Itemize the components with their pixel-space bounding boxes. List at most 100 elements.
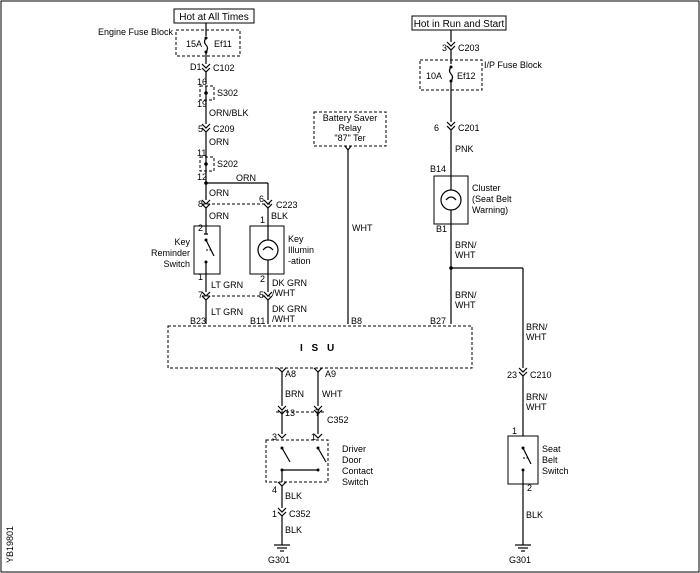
- battery-saver-label-2: Relay: [338, 123, 362, 133]
- door-pin1: 1: [311, 432, 316, 442]
- c223-label: C223: [276, 200, 298, 210]
- c352-label-2: C352: [289, 509, 311, 519]
- hot-all-times-label: Hot at All Times: [179, 12, 248, 23]
- wire-blk-4: BLK: [526, 510, 543, 520]
- ef12-rating: 10A: [426, 71, 442, 81]
- key-reminder-label-2: Reminder: [151, 248, 190, 258]
- c102-label: C102: [213, 63, 235, 73]
- key-rem-pin7: 7: [198, 290, 203, 300]
- c210-label: C210: [530, 370, 552, 380]
- s302-pin19: 19: [197, 99, 207, 109]
- wire-dk-grn-wht-2b: /WHT: [272, 314, 295, 324]
- driver-door-label-4: Switch: [342, 477, 369, 487]
- wire-dk-grn-wht-1a: DK GRN: [272, 278, 307, 288]
- wire-brn-wht-3a: BRN/: [526, 322, 548, 332]
- wire-lt-grn-2: LT GRN: [211, 307, 243, 317]
- ef11-label: Ef11: [214, 39, 232, 49]
- wire-orn-blk: ORN/BLK: [209, 108, 249, 118]
- s202-pin11: 11: [197, 148, 206, 158]
- ef12-label: Ef12: [457, 71, 476, 81]
- key-ill-pin2: 2: [260, 274, 265, 284]
- key-rem-pin2: 2: [198, 223, 203, 233]
- seat-belt-label-3: Switch: [542, 466, 569, 476]
- isu-label: I S U: [300, 343, 337, 354]
- wire-dk-grn-wht-1b: /WHT: [272, 288, 295, 298]
- ground-g301-right-icon: [515, 544, 531, 552]
- cluster-label-3: Warning): [472, 205, 508, 215]
- ef11-rating: 15A: [186, 39, 202, 49]
- cluster-label-2: (Seat Belt: [472, 194, 512, 204]
- c209-pin: 5: [198, 124, 203, 134]
- isu-b8: B8: [351, 316, 362, 326]
- door-pin4: 4: [272, 485, 277, 495]
- s302-pin16: 16: [197, 77, 207, 87]
- isu-b23: B23: [190, 316, 206, 326]
- driver-door-label-2: Door: [342, 455, 362, 465]
- c203-label: C203: [458, 43, 480, 53]
- cluster-label-1: Cluster: [472, 183, 501, 193]
- wire-wht-1: WHT: [352, 223, 373, 233]
- seat-belt-label-1: Seat: [542, 444, 561, 454]
- c352-label: C352: [327, 415, 349, 425]
- isu-a8: A8: [285, 369, 296, 379]
- engine-fuse-block-label: Engine Fuse Block: [98, 27, 174, 37]
- fuse-ef11-icon: [203, 37, 209, 53]
- page-id: YB19801: [5, 526, 15, 563]
- wire-orn-1: ORN: [209, 137, 229, 147]
- driver-door-label-1: Driver: [342, 444, 366, 454]
- c201-pin: 6: [434, 123, 439, 133]
- key-ill-pin5: 5: [259, 290, 264, 300]
- wire-brn-wht-4b: WHT: [526, 402, 547, 412]
- battery-saver-relay: [313, 111, 387, 147]
- door-pin3: 3: [272, 432, 277, 442]
- cluster-b1: B1: [436, 224, 447, 234]
- wire-blk-3: BLK: [285, 525, 302, 535]
- key-illum-label-3: -ation: [288, 256, 311, 266]
- wire-brn-wht-2a: BRN/: [455, 290, 477, 300]
- wire-brn-wht-2b: WHT: [455, 300, 476, 310]
- ground-g301-left-icon: [274, 544, 290, 552]
- d1-label: D1: [190, 62, 202, 72]
- wire-blk-2: BLK: [285, 491, 302, 501]
- cluster-bulb-icon: [440, 189, 462, 211]
- g301-right-label: G301: [509, 555, 531, 565]
- g301-left-label: G301: [268, 555, 290, 565]
- hot-run-start-box: [411, 15, 507, 31]
- seat-pin2: 2: [527, 483, 532, 493]
- key-rem-pin1: 1: [198, 272, 203, 282]
- driver-door-label-3: Contact: [342, 466, 374, 476]
- wire-pnk: PNK: [455, 144, 474, 154]
- isu-module: [167, 325, 473, 369]
- wire-brn-wht-1a: BRN/: [455, 240, 477, 250]
- wire-wht-2: WHT: [322, 389, 343, 399]
- c210-pin: 23: [507, 370, 517, 380]
- ip-fuse-block-label: I/P Fuse Block: [484, 60, 542, 70]
- c203-pin: 3: [442, 43, 447, 53]
- c223-pin8: 8: [198, 199, 203, 209]
- seat-belt-label-2: Belt: [542, 455, 558, 465]
- c352-pin13: 13: [285, 408, 295, 418]
- wire-brn: BRN: [285, 389, 304, 399]
- battery-saver-label-3: "87" Ter: [334, 133, 365, 143]
- wire-orn-2: ORN: [236, 173, 256, 183]
- bulb-icon: [257, 239, 279, 261]
- c223-pin6: 6: [259, 194, 264, 204]
- key-reminder-label-3: Switch: [163, 259, 190, 269]
- wire-brn-wht-4a: BRN/: [526, 392, 548, 402]
- driver-door-contact-switch: [265, 439, 329, 483]
- cluster-b14: B14: [430, 164, 446, 174]
- wire-orn-4: ORN: [209, 211, 229, 221]
- battery-saver-label-1: Battery Saver: [323, 113, 378, 123]
- wire-blk-1: BLK: [271, 211, 288, 221]
- c352-pin1: 1: [272, 509, 277, 519]
- wire-brn-wht-3b: WHT: [526, 332, 547, 342]
- c201-label: C201: [458, 123, 480, 133]
- engine-fuse-block: [175, 29, 241, 57]
- key-ill-pin1: 1: [260, 215, 265, 225]
- isu-a9: A9: [325, 369, 336, 379]
- fuse-ef12-icon: [448, 66, 454, 82]
- isu-b27: B27: [430, 316, 446, 326]
- s202-pin12: 12: [197, 172, 207, 182]
